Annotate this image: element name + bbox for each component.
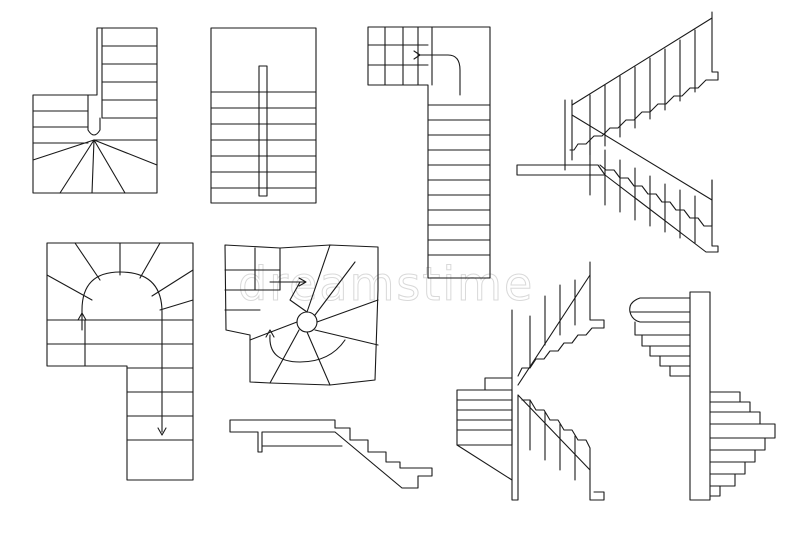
spiral-stair-elevation — [629, 291, 776, 501]
watermark-text: dreamstime — [238, 257, 534, 311]
u-shaped-winder-plan-with-arrows — [46, 242, 194, 481]
split-stair-elevation — [456, 261, 605, 501]
side-profile-stair — [229, 419, 433, 489]
l-shaped-stair-plan-with-arrow — [367, 26, 491, 279]
spiral-stair-plan — [224, 244, 379, 386]
straight-stair-plan-with-rail — [210, 27, 317, 204]
winder-stair-plan-top-left — [32, 27, 158, 194]
dog-leg-stair-elevation-top-right — [516, 11, 719, 253]
